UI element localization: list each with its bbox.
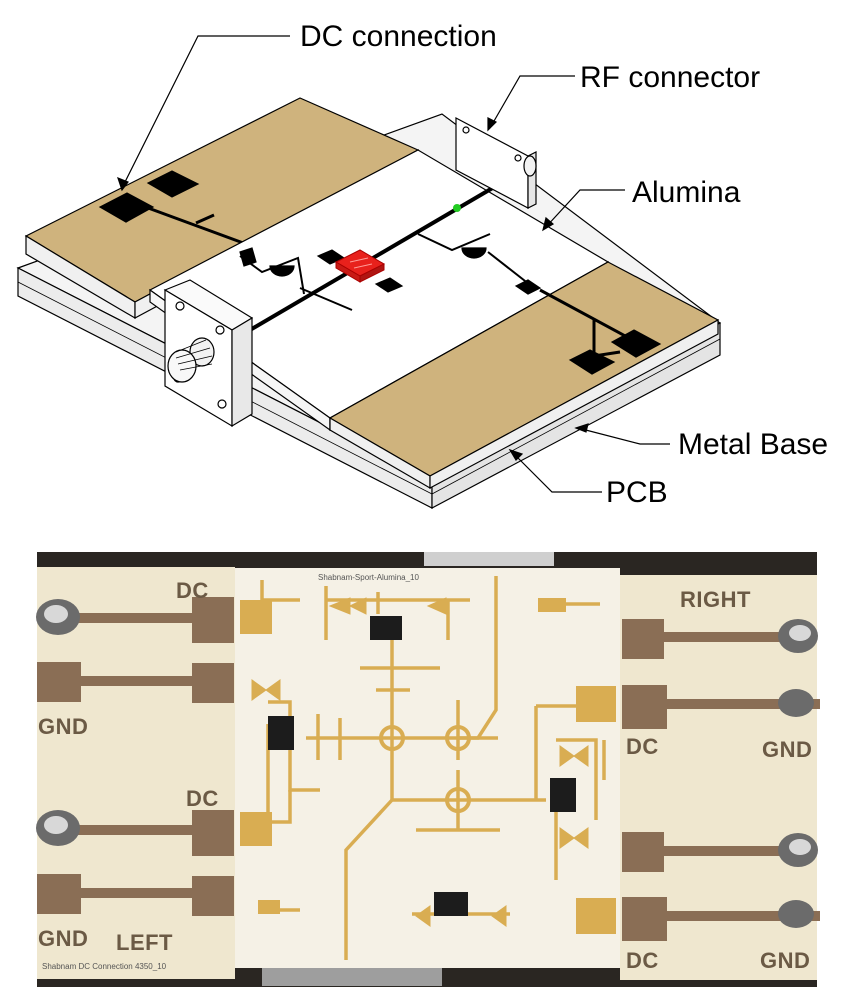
label-dc-connection: DC connection	[300, 20, 497, 53]
label-metal-base: Metal Base	[678, 428, 829, 461]
assembly-diagram	[16, 35, 722, 509]
alumina-photo	[235, 568, 620, 968]
transistors	[268, 616, 576, 916]
back-rf-connector	[455, 117, 537, 209]
rf-chip	[334, 249, 386, 283]
photo-label-dc-left-top: DC	[176, 578, 209, 603]
alumina-marking: Shabnam-Sport-Alumina_10	[318, 573, 419, 582]
right-pcb-photo	[620, 575, 820, 980]
pcb-marking: Shabnam DC Connection 4350_10	[42, 962, 167, 971]
photo-label-dc-right-top: DC	[626, 734, 659, 759]
photo-label-left: LEFT	[116, 930, 173, 955]
photo-label-gnd-right-top: GND	[762, 737, 813, 762]
leader-lines	[117, 35, 670, 493]
photo-label-right: RIGHT	[680, 587, 751, 612]
left-pcb-photo	[36, 567, 235, 979]
photo-label-dc-left-bottom: DC	[186, 786, 219, 811]
photo-label-gnd-right-bottom: GND	[760, 948, 811, 973]
label-alumina: Alumina	[632, 176, 741, 209]
photo-label-gnd-left-top: GND	[38, 714, 89, 739]
label-pcb: PCB	[606, 476, 668, 509]
photo-label-gnd-left-bottom: GND	[38, 926, 89, 951]
via-marker	[453, 204, 461, 212]
label-rf-connector: RF connector	[580, 61, 761, 94]
photo-label-dc-right-bottom: DC	[626, 948, 659, 973]
right-pcb	[328, 261, 720, 490]
front-rf-connector	[163, 279, 254, 428]
